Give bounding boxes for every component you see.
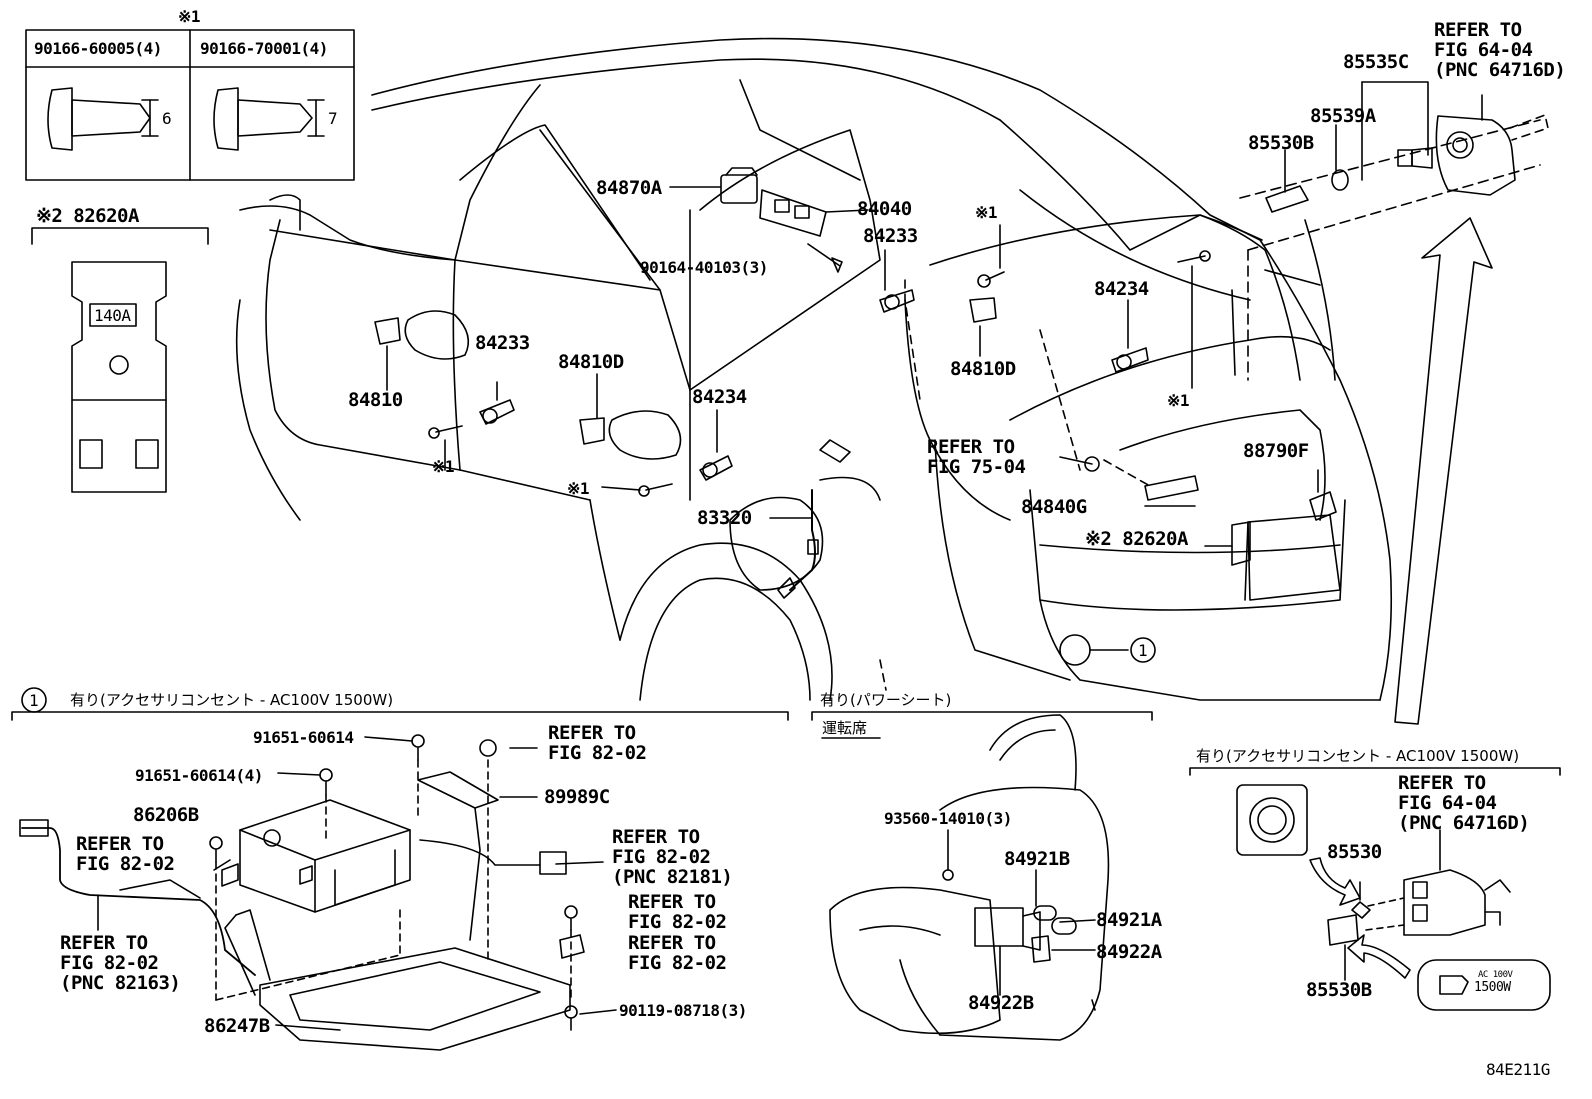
fuse-header: ※2 82620A [36, 205, 139, 227]
part-83320: 83320 [697, 507, 752, 529]
part-84810D-mid: 84810D [558, 351, 624, 373]
part-90119-08718: 90119-08718(3) [619, 1001, 747, 1020]
part-90164-40103: 90164-40103(3) [640, 258, 768, 277]
clip-part-2: 90166-70001(4) [200, 39, 328, 58]
part-86247B: 86247B [204, 1015, 270, 1037]
section2-subtitle: 運転席 [822, 719, 868, 737]
refer-fig-82-02-c: REFER TO FIG 82-02 [628, 891, 727, 933]
part-84233-mid: 84233 [475, 332, 530, 354]
refer-fig-64-04-bottom: REFER TO FIG 64-04 (PNC 64716D) [1398, 772, 1530, 834]
refer-fig-75-04: REFER TO FIG 75-04 [927, 436, 1026, 478]
refer-fig-82-02-b: REFER TO FIG 82-02 [76, 833, 175, 875]
part-84922A: 84922A [1096, 941, 1162, 963]
part-84040: 84040 [857, 198, 912, 220]
clip-table-drawing [25, 29, 355, 181]
part-85539A: 85539A [1310, 105, 1376, 127]
part-84234-right: 84234 [1094, 278, 1149, 300]
clip-note-mark: ※1 [178, 7, 201, 26]
section2-title: 有り(パワーシート) [820, 691, 952, 709]
part-84870A: 84870A [596, 177, 662, 199]
fuse-drawing [31, 227, 209, 493]
clip-dim-1: 6 [162, 109, 172, 128]
switch-parts [374, 167, 1341, 666]
outlet-drawing [1189, 767, 1561, 1011]
diagram-code: 84E211G [1486, 1060, 1550, 1079]
part-84921A: 84921A [1096, 909, 1162, 931]
inverter-drawing [19, 734, 617, 1051]
part-84234-mid: 84234 [692, 386, 747, 408]
note-mark-1d: ※1 [567, 479, 590, 498]
section1-frame [11, 687, 789, 721]
section3-title: 有り(アクセサリコンセント - AC100V 1500W) [1196, 747, 1520, 765]
part-91651-60614: 91651-60614 [253, 728, 354, 747]
part-84921B: 84921B [1004, 848, 1070, 870]
part-84810: 84810 [348, 389, 403, 411]
part-84840G: 84840G [1021, 496, 1087, 518]
note-mark-1b: ※1 [1167, 391, 1190, 410]
part-85530: 85530 [1327, 841, 1382, 863]
outlet-label-voltage: AC 100V [1478, 970, 1513, 980]
note-mark-1a: ※1 [975, 203, 998, 222]
part-85535C: 85535C [1343, 51, 1409, 73]
outlet-label-power: 1500W [1474, 980, 1511, 995]
refer-fig-82-02-a: REFER TO FIG 82-02 [548, 722, 647, 764]
car-outline [235, 37, 1393, 701]
part-84922B: 84922B [968, 992, 1034, 1014]
section1-number: 1 [29, 691, 39, 710]
refer-fig-64-04-top: REFER TO FIG 64-04 (PNC 64716D) [1434, 19, 1566, 81]
section1-title: 有り(アクセサリコンセント - AC100V 1500W) [70, 691, 394, 709]
part-86206B: 86206B [133, 804, 199, 826]
part-85530B-top: 85530B [1248, 132, 1314, 154]
part-88790F: 88790F [1243, 440, 1309, 462]
fuse-rating: 140A [94, 306, 131, 325]
refer-fig-82-02-d: REFER TO FIG 82-02 [628, 932, 727, 974]
refer-fig-82-02-pnc82181: REFER TO FIG 82-02 (PNC 82181) [612, 826, 733, 888]
clip-dim-2: 7 [328, 109, 338, 128]
circle-ref-1: 1 [1138, 641, 1148, 660]
part-84810D-right: 84810D [950, 358, 1016, 380]
refer-fig-82-02-pnc82163: REFER TO FIG 82-02 (PNC 82163) [60, 932, 181, 994]
part-91651-60614-4: 91651-60614(4) [135, 766, 263, 785]
part-93560-14010: 93560-14010(3) [884, 809, 1012, 828]
arrow-up-drawing [1394, 217, 1493, 725]
part-89989C: 89989C [544, 786, 610, 808]
clip-part-1: 90166-60005(4) [34, 39, 162, 58]
part-85530B-bottom: 85530B [1306, 979, 1372, 1001]
part-82620A: ※2 82620A [1085, 528, 1188, 550]
part-84233-top: 84233 [863, 225, 918, 247]
power-seat-drawing [811, 711, 1153, 1041]
cigarette-lighter-assembly [1239, 81, 1549, 381]
note-mark-1c: ※1 [432, 457, 455, 476]
